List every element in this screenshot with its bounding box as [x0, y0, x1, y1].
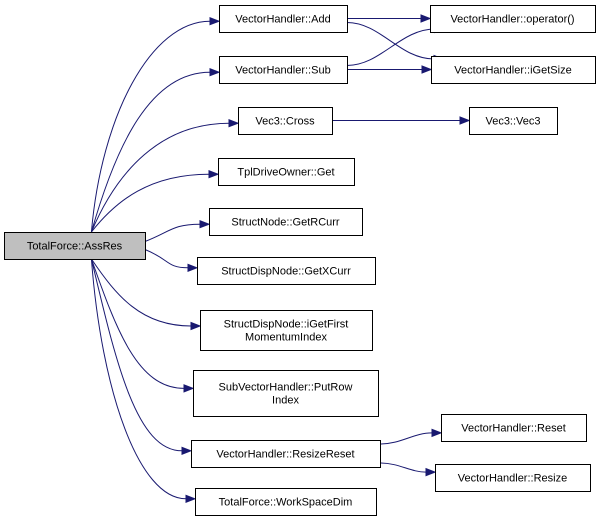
node-label: VectorHandler::Add	[235, 14, 330, 26]
node-label: VectorHandler::iGetSize	[454, 65, 571, 77]
node-box	[441, 414, 587, 442]
edge-root-to-tpl_get-line	[91, 173, 210, 233]
node-box	[238, 107, 333, 135]
edge-root-to-vh_sub-arrowhead	[209, 67, 221, 77]
node-tf-wsdim[interactable]: TotalForce::WorkSpaceDim	[195, 488, 377, 516]
node-label: VectorHandler::ResizeReset	[216, 449, 354, 461]
node-label: VectorHandler::operator()	[450, 14, 574, 26]
edge-root-to-tf_wsdim-arrowhead	[185, 494, 197, 504]
edge-root-to-vh_resizereset	[90, 258, 193, 456]
node-vh-reset[interactable]: VectorHandler::Reset	[441, 414, 587, 442]
node-box	[200, 310, 373, 351]
edge-vh_resizereset-to-vh_reset-line	[379, 432, 433, 445]
node-label: Vec3::Cross	[255, 116, 315, 128]
edge-root-to-sdn_getxcurr-line	[144, 249, 189, 269]
node-label: StructDispNode::iGetFirst	[224, 319, 349, 331]
node-vh-resize[interactable]: VectorHandler::Resize	[435, 464, 591, 492]
edge-root-to-vh_sub-line	[90, 71, 211, 233]
edge-root-to-svh_putrow-line	[90, 258, 185, 389]
edge-root-to-sdn_getxcurr-arrowhead	[187, 263, 199, 273]
edge-vh_resizereset-to-vh_reset-arrowhead	[431, 428, 443, 438]
node-box	[193, 370, 379, 417]
node-label: Index	[272, 395, 299, 407]
edge-root-to-vec3_cross-line	[90, 122, 230, 233]
edge-root-to-vh_resizereset-line	[90, 258, 183, 452]
node-box	[219, 56, 348, 84]
edge-root-to-sn_getrcurr-line	[144, 223, 201, 242]
edge-vh_sub-to-vh_igetsize-arrowhead	[421, 65, 433, 74]
node-tpl-get[interactable]: TplDriveOwner::Get	[218, 158, 355, 186]
node-box	[197, 257, 376, 285]
edge-root-to-vh_add-line	[90, 20, 211, 233]
node-sn-getrcurr[interactable]: StructNode::GetRCurr	[209, 208, 363, 236]
edge-vh_resizereset-to-vh_resize-line	[379, 462, 427, 473]
node-label: StructDispNode::GetXCurr	[221, 266, 351, 278]
node-vec3-cross[interactable]: Vec3::Cross	[238, 107, 333, 135]
edge-root-to-sdn_igetfirst-arrowhead	[190, 321, 202, 331]
edge-root-to-vh_add	[90, 16, 221, 233]
edge-vec3_cross-to-vec3_vec3	[332, 116, 471, 125]
edge-root-to-sdn_igetfirst-line	[91, 258, 192, 327]
edge-root-to-tf_wsdim	[90, 258, 197, 504]
edge-root-to-vh_resizereset-arrowhead	[181, 446, 193, 456]
node-label: TotalForce::WorkSpaceDim	[219, 497, 353, 509]
node-label: MomentumIndex	[245, 332, 327, 344]
node-label: VectorHandler::Reset	[461, 423, 566, 435]
edge-root-to-tpl_get-arrowhead	[208, 169, 220, 179]
node-box	[430, 5, 596, 33]
edge-root-to-vec3_cross	[90, 118, 240, 233]
edge-vh_sub-to-vh_operator	[346, 24, 446, 66]
node-label: StructNode::GetRCurr	[231, 217, 340, 229]
node-label: Vec3::Vec3	[485, 116, 540, 128]
node-label: VectorHandler::Resize	[458, 473, 567, 485]
edge-root-to-sdn_getxcurr	[144, 249, 199, 273]
edge-root-to-sdn_igetfirst	[91, 258, 202, 331]
node-box	[218, 158, 355, 186]
nodes-layer: TotalForce::AssResVectorHandler::AddVect…	[4, 5, 596, 516]
node-root[interactable]: TotalForce::AssRes	[4, 232, 146, 260]
edge-vh_add-to-vh_igetsize	[346, 22, 445, 64]
node-vec3-vec3[interactable]: Vec3::Vec3	[469, 107, 558, 135]
edge-root-to-sn_getrcurr	[144, 219, 211, 242]
node-vh-igetsize[interactable]: VectorHandler::iGetSize	[431, 56, 596, 84]
edge-vh_add-to-vh_operator	[347, 14, 432, 23]
node-box	[195, 488, 377, 516]
edge-root-to-tf_wsdim-line	[90, 258, 187, 500]
edge-vh_sub-to-vh_igetsize	[347, 65, 433, 74]
edge-vh_sub-to-vh_operator-line	[346, 28, 436, 66]
node-box	[191, 440, 381, 468]
edge-vh_resizereset-to-vh_resize	[379, 462, 437, 477]
node-label: SubVectorHandler::PutRow	[219, 382, 353, 394]
edge-vh_resizereset-to-vh_reset	[379, 428, 443, 445]
node-box	[209, 208, 363, 236]
edge-root-to-vh_add-arrowhead	[209, 16, 221, 26]
node-box	[4, 232, 146, 260]
node-box	[435, 464, 591, 492]
node-vh-operator[interactable]: VectorHandler::operator()	[430, 5, 596, 33]
node-label: TplDriveOwner::Get	[237, 167, 334, 179]
node-box	[469, 107, 558, 135]
node-label: VectorHandler::Sub	[235, 65, 330, 77]
edge-vec3_cross-to-vec3_vec3-arrowhead	[459, 116, 471, 125]
node-sdn-getxcurr[interactable]: StructDispNode::GetXCurr	[197, 257, 376, 285]
node-vh-add[interactable]: VectorHandler::Add	[219, 5, 348, 33]
edge-root-to-sn_getrcurr-arrowhead	[199, 219, 211, 229]
node-box	[219, 5, 348, 33]
node-vh-resizereset[interactable]: VectorHandler::ResizeReset	[191, 440, 381, 468]
edge-vh_add-to-vh_igetsize-line	[346, 22, 435, 60]
edge-vh_add-to-vh_operator-arrowhead	[420, 14, 432, 23]
node-label: TotalForce::AssRes	[27, 241, 123, 253]
edge-vh_resizereset-to-vh_resize-arrowhead	[425, 467, 437, 477]
edge-root-to-svh_putrow	[90, 258, 195, 393]
edge-root-to-vec3_cross-arrowhead	[228, 118, 240, 128]
node-vh-sub[interactable]: VectorHandler::Sub	[219, 56, 348, 84]
edge-root-to-tpl_get	[91, 169, 220, 233]
edge-root-to-svh_putrow-arrowhead	[183, 384, 195, 393]
edge-root-to-vh_sub	[90, 67, 221, 233]
node-box	[431, 56, 596, 84]
